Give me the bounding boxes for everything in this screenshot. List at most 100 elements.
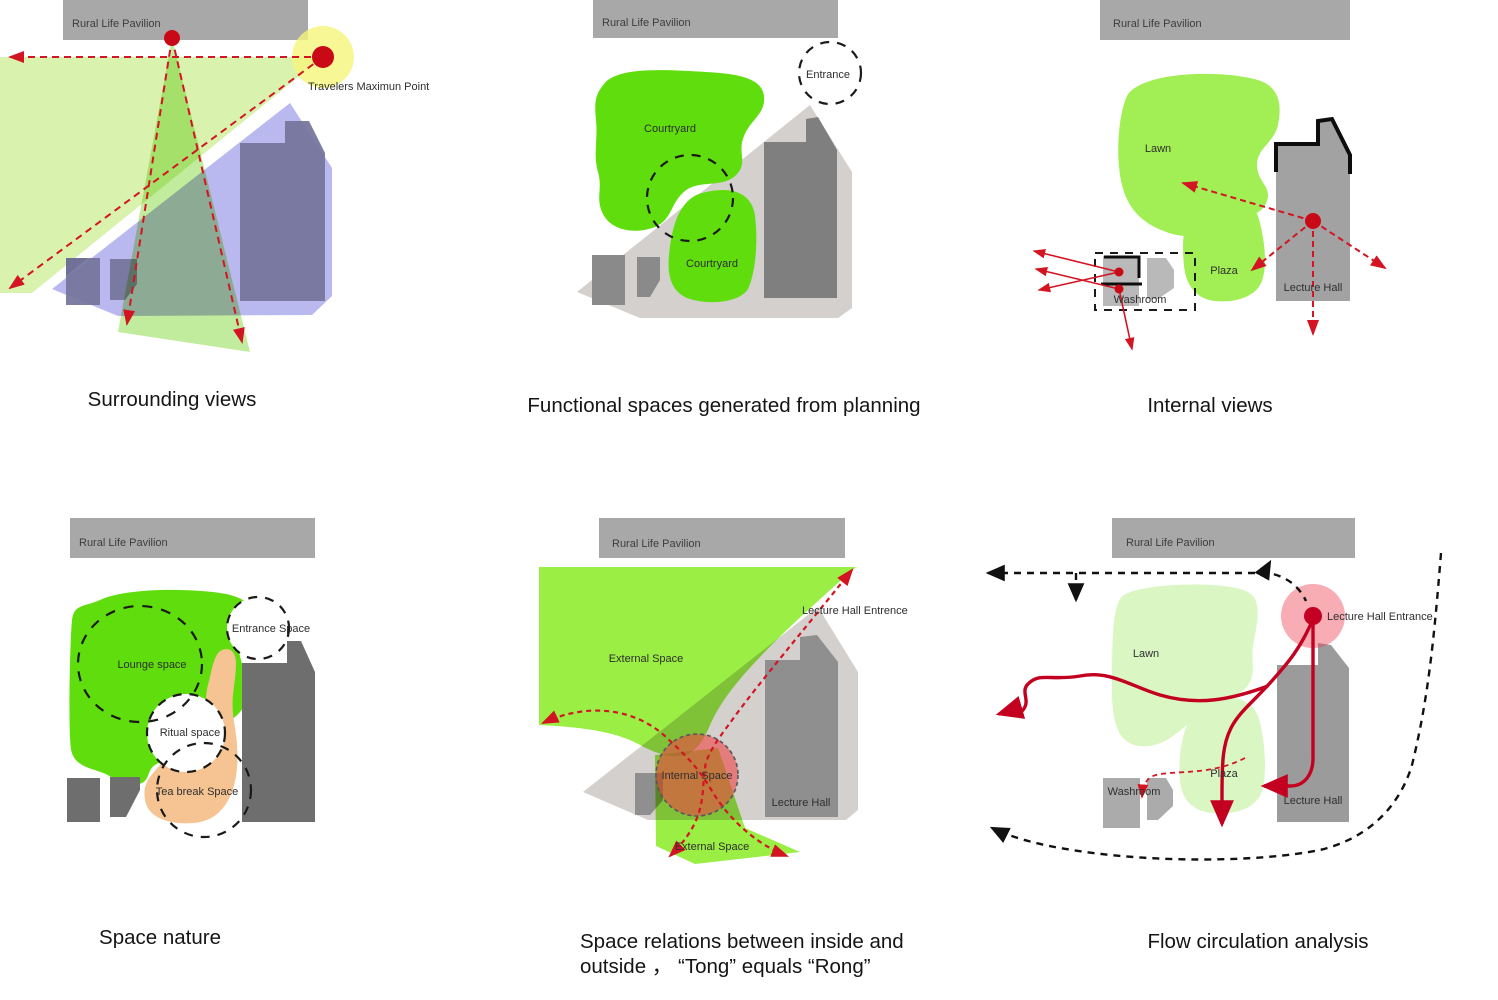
panel-title: Space nature xyxy=(99,926,221,949)
pavilion-view-point xyxy=(164,30,180,46)
washroom-view-point xyxy=(1114,267,1124,277)
view-line-south-left xyxy=(123,37,173,326)
pavilion-block xyxy=(1112,518,1355,558)
panel-title: Flow circulation analysis xyxy=(1147,930,1368,953)
washroom-wall-edge xyxy=(1104,255,1141,278)
pavilion-label: Rural Life Pavilion xyxy=(1126,537,1215,549)
pedestrian-flows xyxy=(985,552,1443,861)
entrance-space-circle xyxy=(225,595,291,661)
entrance-circle xyxy=(797,40,863,106)
lecture-hall-label: Lecture Hall xyxy=(772,797,831,809)
flow-entrance-to-plaza xyxy=(1210,618,1315,828)
courtyard-lower-label: Courtryard xyxy=(686,258,738,270)
pavilion-block xyxy=(63,0,308,40)
view-line-southwest xyxy=(8,56,324,290)
panel-surrounding-views: Rural Life Pavilion Travelers Maximun Po… xyxy=(0,0,429,411)
view-line-lawn xyxy=(1181,181,1314,222)
entrance-label: Lecture Hall Entrance xyxy=(1327,611,1433,623)
pavilion-label: Rural Life Pavilion xyxy=(612,538,701,550)
lounge-label: Lounge space xyxy=(117,659,186,671)
washroom-label: Washroom xyxy=(1114,294,1167,306)
south-view-cone xyxy=(118,38,250,352)
view-line xyxy=(1034,266,1120,290)
flow-relation-lines xyxy=(541,568,854,858)
courtyard-upper-label: Courtryard xyxy=(644,123,696,135)
hall-view-point xyxy=(1305,213,1321,229)
service-mass xyxy=(1147,778,1173,820)
view-lines xyxy=(8,37,324,344)
courtyard-upper xyxy=(595,70,765,231)
panel-internal-views: Rural Life Pavilion Lawn Plaza Washroom … xyxy=(1032,0,1387,417)
ritual-label: Ritual space xyxy=(160,727,221,739)
courtyard-lower xyxy=(668,189,757,303)
view-line xyxy=(1032,249,1120,273)
flow-west-dashed xyxy=(985,564,1308,602)
panel-space-nature: Rural Life Pavilion Lounge space Entranc… xyxy=(67,518,315,949)
relation-line-w-se xyxy=(541,709,790,858)
entrance-label: Entrance Space xyxy=(232,623,310,635)
entrance-node xyxy=(1304,607,1322,625)
lecture-hall-label: Lecture Hall xyxy=(1284,795,1343,807)
pavilion-label: Rural Life Pavilion xyxy=(72,18,161,30)
link-circle xyxy=(645,153,735,243)
lecture-hall-label: Lecture Hall xyxy=(1284,282,1343,294)
view-line-southeast xyxy=(1312,220,1387,270)
lecture-hall-wall-edge xyxy=(1274,116,1352,174)
view-line-south-right xyxy=(171,37,245,344)
washroom-view-lines xyxy=(1032,249,1135,351)
pavilion-label: Rural Life Pavilion xyxy=(1113,18,1202,30)
external-lower-label: External Space xyxy=(675,841,750,853)
ritual-space-circle xyxy=(145,692,227,774)
flow-plaza-to-washroom xyxy=(1137,757,1246,799)
view-line xyxy=(1037,271,1120,293)
panel-space-relations: Rural Life Pavilion External Space Exter… xyxy=(539,518,908,978)
pavilion-block xyxy=(1100,0,1350,40)
panel-title: Functional spaces generated from plannin… xyxy=(527,394,920,417)
lawn-label: Lawn xyxy=(1145,143,1171,155)
panel-functional-spaces: Entrance Courtryard Courtryard Rural Lif… xyxy=(527,0,921,417)
view-line-plaza xyxy=(1250,220,1314,272)
panel-title: Surrounding views xyxy=(88,388,257,411)
washroom-mass xyxy=(1103,778,1140,828)
pavilion-label: Rural Life Pavilion xyxy=(602,17,691,29)
main-flows xyxy=(995,618,1315,828)
pavilion-block xyxy=(70,518,315,558)
lawn-area xyxy=(1112,584,1258,747)
lecture-hall-mass xyxy=(242,641,315,822)
washroom-view-point xyxy=(1114,284,1124,294)
washroom-zone-outline xyxy=(1094,252,1196,311)
panel-flow-circulation: Rural Life Pavilion Lawn Plaza Washroom … xyxy=(985,518,1443,953)
lecture-hall-mass xyxy=(764,117,837,298)
washroom-mass xyxy=(592,255,625,305)
entrance-label: Entrance xyxy=(806,69,850,81)
service-mass xyxy=(1147,258,1174,299)
tea-label: Tea break Space xyxy=(156,786,239,798)
lecture-hall-mass xyxy=(240,121,325,301)
plaza-label: Plaza xyxy=(1210,265,1238,277)
service-mass xyxy=(110,777,140,817)
hall-view-lines xyxy=(1181,181,1387,336)
flow-entrance-to-west xyxy=(995,673,1269,719)
washroom-mass xyxy=(67,778,100,822)
internal-label: Internal Space xyxy=(662,770,733,782)
external-upper-label: External Space xyxy=(609,653,684,665)
flow-branch-pavilion xyxy=(1254,559,1272,581)
lounge-space-circle xyxy=(76,604,204,724)
lawn-area xyxy=(1118,73,1280,237)
lawn-label: Lawn xyxy=(1133,648,1159,660)
panel-title-line1: Space relations between inside and xyxy=(580,930,904,953)
lecture-hall-mass xyxy=(1276,119,1350,301)
washroom-label: Washroom xyxy=(1108,786,1161,798)
view-line xyxy=(1118,288,1135,351)
service-mass xyxy=(637,257,660,297)
tea-space-circle xyxy=(155,741,253,839)
pavilion-block xyxy=(593,0,838,38)
max-point-label: Travelers Maximun Point xyxy=(308,81,429,93)
travelers-max-point xyxy=(312,46,334,68)
pavilion-label: Rural Life Pavilion xyxy=(79,537,168,549)
washroom-mass xyxy=(66,258,100,305)
flow-entrance-to-hall xyxy=(1260,619,1315,798)
plaza-label: Plaza xyxy=(1210,768,1238,780)
